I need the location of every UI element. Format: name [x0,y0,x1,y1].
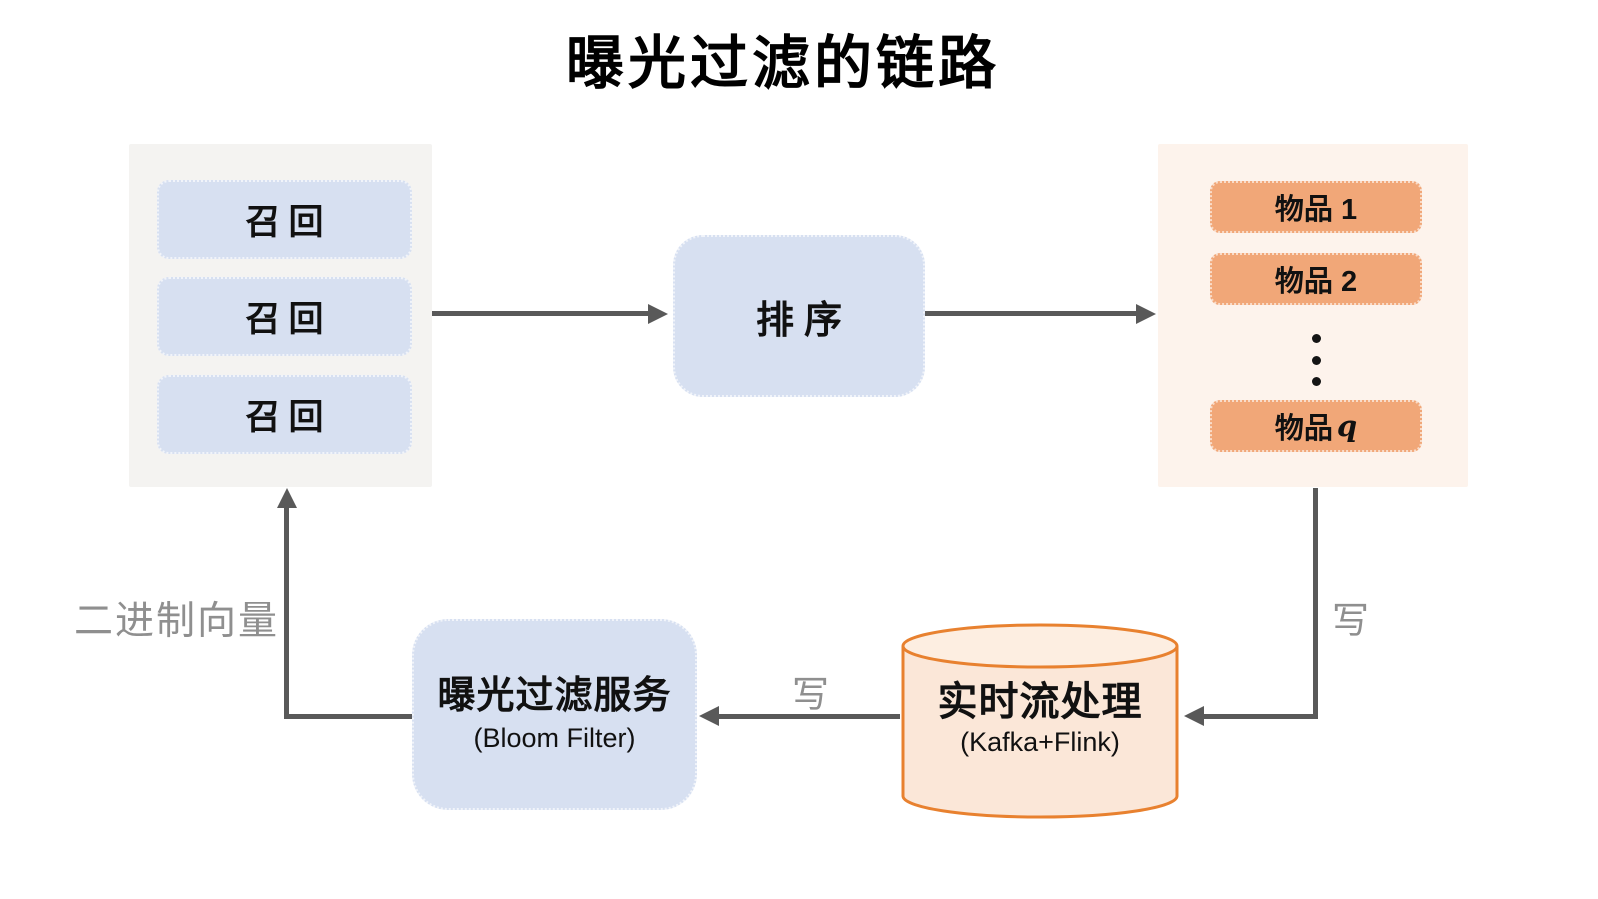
ellipsis-dot [1311,334,1321,343]
arrow-stream-to-service-line [719,714,900,719]
stream-title: 实时流处理 [937,680,1143,724]
arrow-recall-to-ranking-line [432,311,648,316]
recall-box-label: 召回 [245,398,332,437]
item-box-label: 物品 2 [1274,266,1358,298]
item-box: 物品 1 [1210,181,1422,233]
ellipsis-dot [1311,377,1321,386]
arrow-service-to-recall-vline [284,508,289,719]
item-box-variable: q [1336,409,1358,443]
ranking-box: 排序 [673,235,925,397]
arrow-service-to-recall-head [277,488,297,508]
edge-label-binary-vector: 二进制向量 [74,600,280,643]
item-box-label: 物品 [1274,413,1333,445]
recall-box-label: 召回 [245,203,332,242]
exposure-service-title: 曝光过滤服务 [437,674,672,717]
ellipsis-dot [1311,355,1321,365]
ranking-box-label: 排序 [755,299,852,342]
edge-label-write-stream-to-service: 写 [792,674,829,715]
stream-cylinder-text: 实时流处理 (Kafka+Flink) [900,680,1180,758]
cylinder-top [901,623,1179,669]
arrow-items-to-stream-hline [1204,714,1318,719]
cylinder-body [901,646,1179,819]
stream-subtitle: (Kafka+Flink) [960,727,1120,757]
cylinder-shape [901,623,1179,819]
exposure-service-box: 曝光过滤服务 (Bloom Filter) [412,619,697,810]
recall-box: 召回 [157,375,412,454]
stream-cylinder: 实时流处理 (Kafka+Flink) [900,622,1180,822]
recall-box: 召回 [157,180,412,259]
page-title: 曝光过滤的链路 [565,29,1000,97]
arrow-recall-to-ranking-head [648,304,668,324]
edge-label-write-items-to-stream: 写 [1332,600,1369,641]
arrow-ranking-to-items-line [925,311,1136,316]
exposure-service-subtitle: (Bloom Filter) [473,722,636,753]
arrow-items-to-stream-vline [1313,488,1318,719]
arrow-stream-to-service-head [699,706,719,726]
arrow-service-to-recall-hline [284,714,412,719]
recall-box: 召回 [157,277,412,356]
vertical-ellipsis-icon [1210,334,1422,386]
recall-box-label: 召回 [245,300,332,339]
item-box: 物品 q [1210,400,1422,452]
arrow-items-to-stream-head [1184,706,1204,726]
item-box: 物品 2 [1210,253,1422,305]
arrow-ranking-to-items-head [1136,304,1156,324]
item-box-label: 物品 1 [1274,194,1358,226]
